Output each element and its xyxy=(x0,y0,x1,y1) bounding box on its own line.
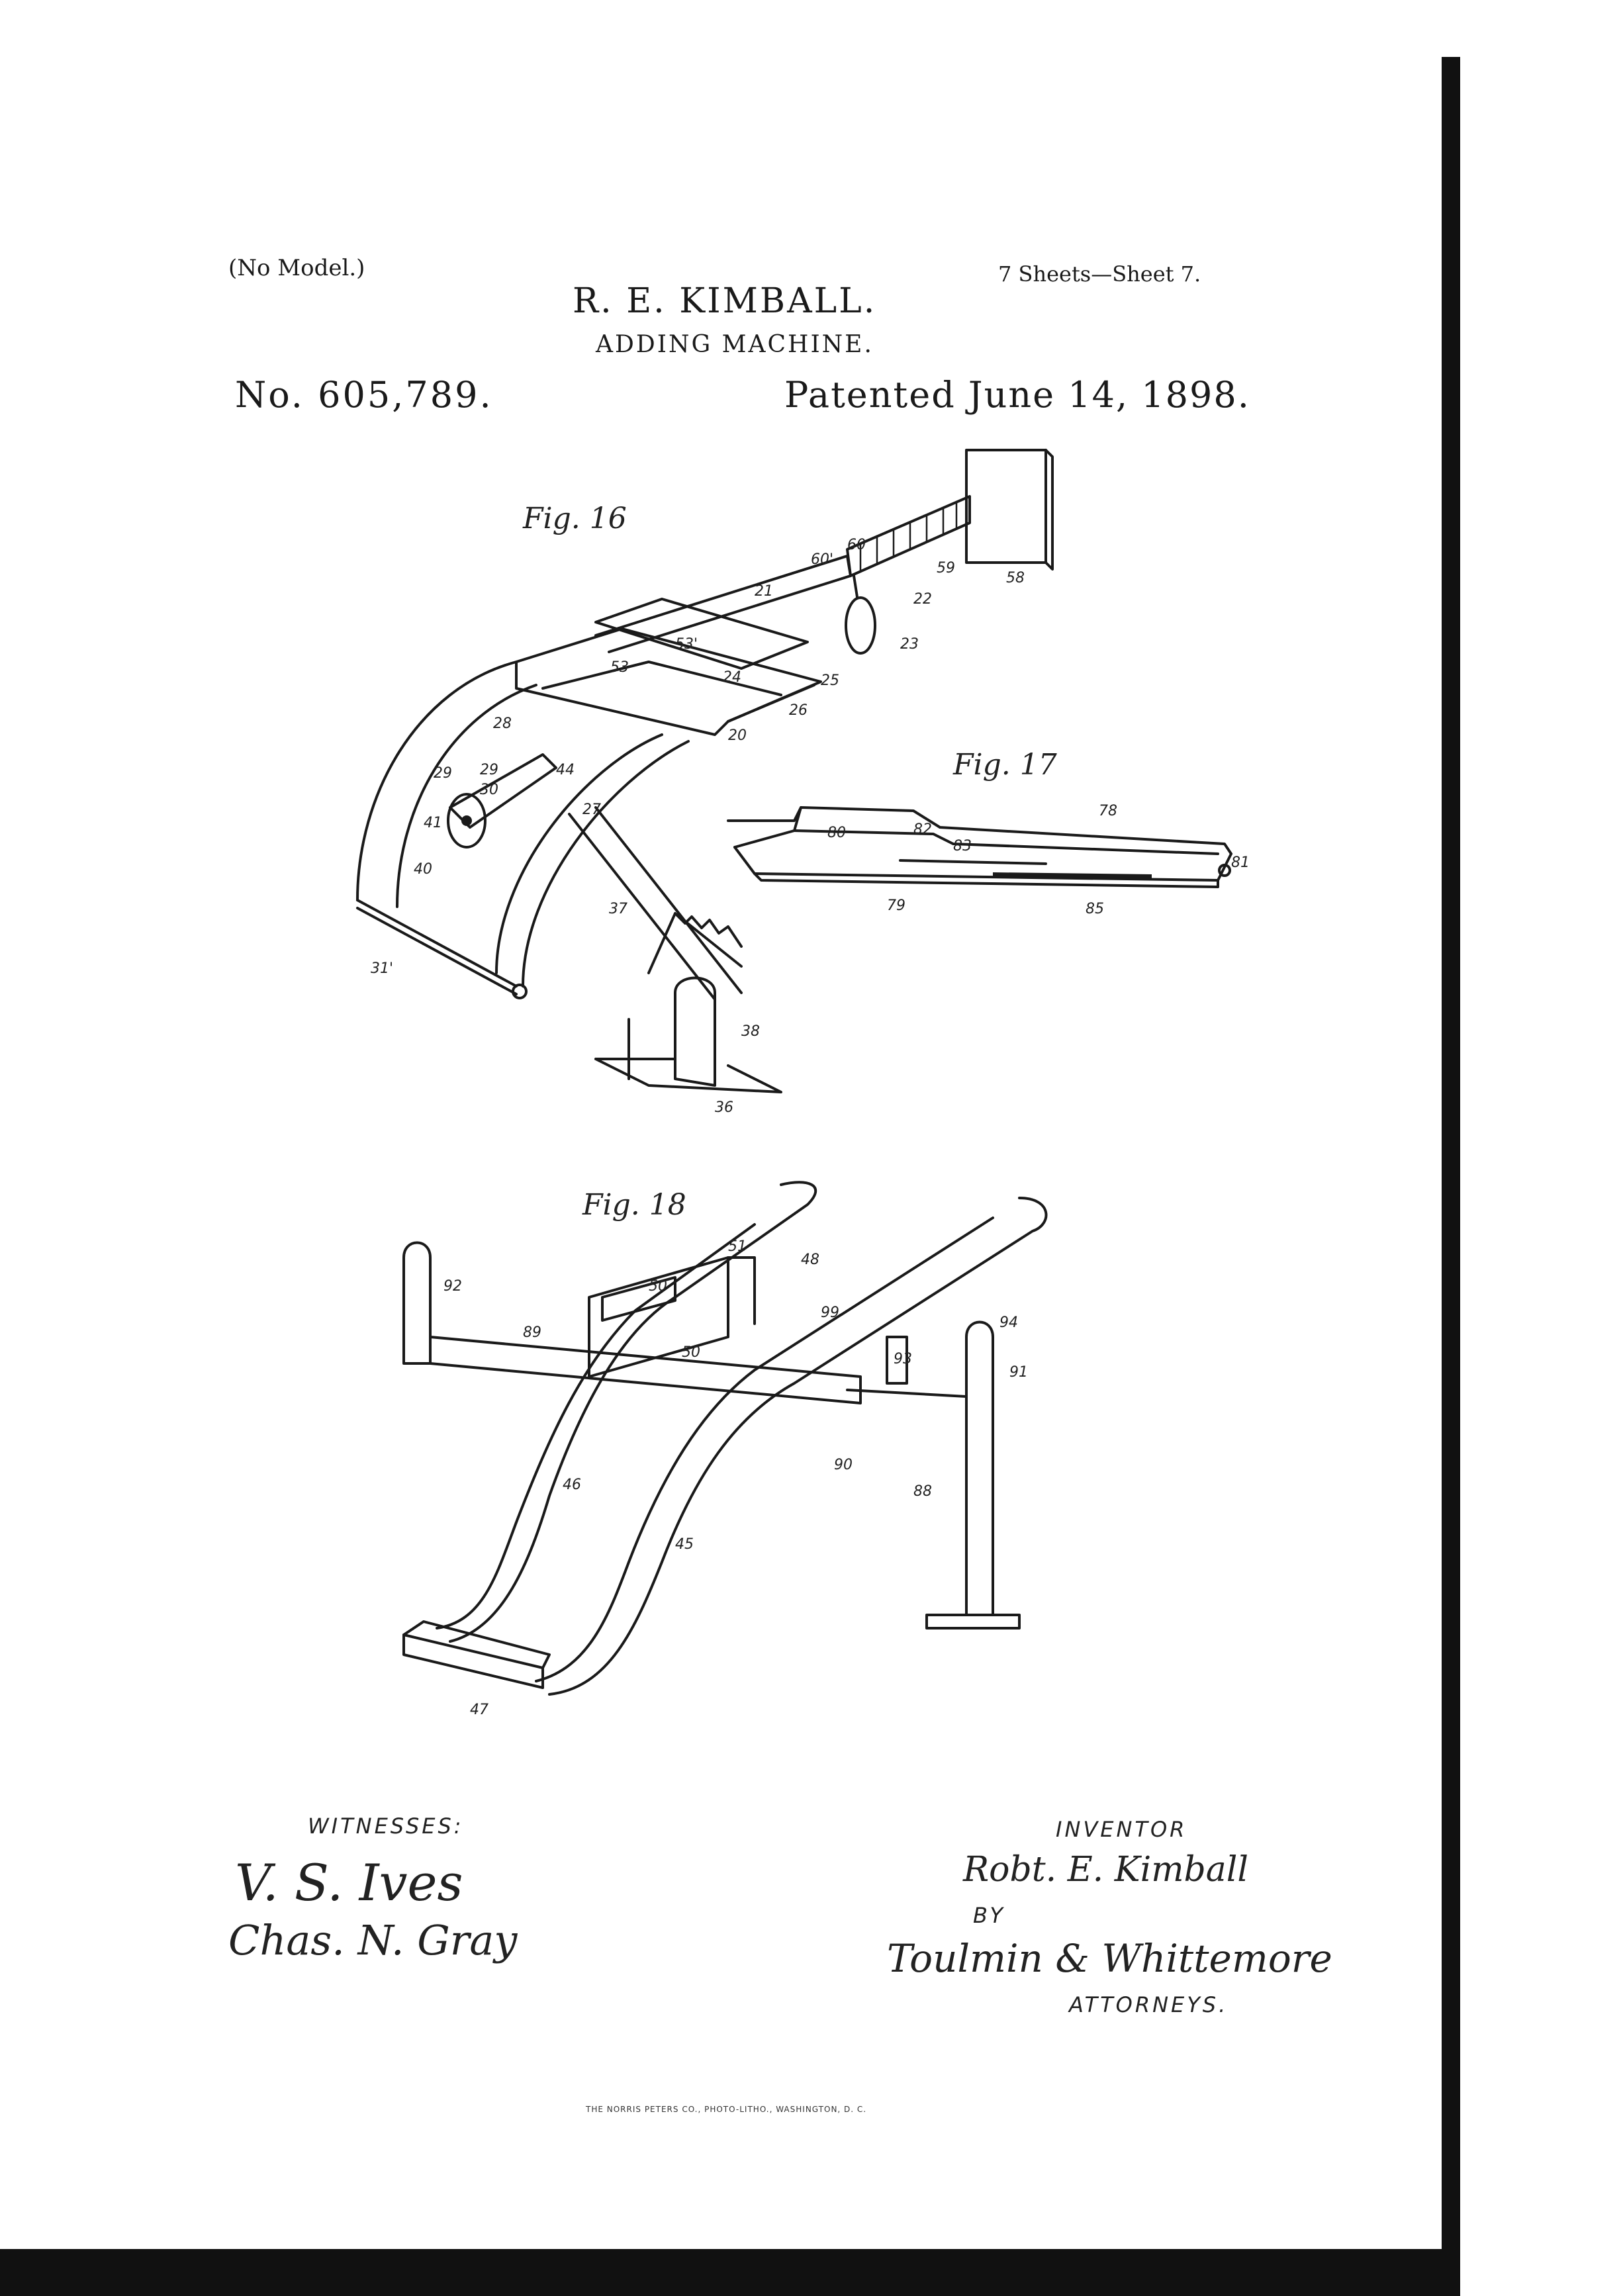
ref-25: 25 xyxy=(821,672,839,689)
ref-60: 60 xyxy=(847,537,866,553)
ref-46: 46 xyxy=(563,1477,581,1493)
ref-47: 47 xyxy=(470,1702,488,1718)
ref-85: 85 xyxy=(1086,901,1104,917)
ref-28: 28 xyxy=(493,715,512,732)
ref-27: 27 xyxy=(582,802,601,818)
ref-59: 59 xyxy=(937,560,955,576)
ref-29-b: 29 xyxy=(480,762,498,778)
fig-17-drawing: 78 80 82 83 81 79 85 xyxy=(727,803,1250,917)
ref-51: 51 xyxy=(728,1238,747,1255)
ref-58: 58 xyxy=(1006,570,1025,586)
ref-91: 91 xyxy=(1009,1364,1028,1381)
by-label: BY xyxy=(973,1903,1005,1928)
inventor-label: INVENTOR xyxy=(1056,1817,1187,1842)
ref-89: 89 xyxy=(523,1324,541,1341)
patent-date: Patented June 14, 1898. xyxy=(784,374,1250,416)
ref-26: 26 xyxy=(789,702,808,719)
patent-number: No. 605,789. xyxy=(235,374,493,416)
witness-1-signature: V. S. Ives xyxy=(235,1853,463,1912)
witness-2-signature: Chas. N. Gray xyxy=(228,1916,518,1964)
fig-18-label: Fig. 18 xyxy=(582,1188,686,1222)
ref-22: 22 xyxy=(913,591,932,608)
ref-44: 44 xyxy=(556,762,575,778)
ref-92: 92 xyxy=(443,1278,462,1295)
fig-16-label: Fig. 16 xyxy=(523,502,627,535)
ref-29-a: 29 xyxy=(434,765,452,782)
ref-53: 53 xyxy=(610,659,629,676)
ref-78: 78 xyxy=(1099,803,1117,819)
no-model-note: (No Model.) xyxy=(228,255,365,281)
ref-88: 88 xyxy=(913,1483,932,1500)
ref-21: 21 xyxy=(755,583,773,600)
ref-82: 82 xyxy=(913,821,932,838)
ref-41: 41 xyxy=(424,815,442,831)
ref-81: 81 xyxy=(1231,854,1250,871)
ref-79: 79 xyxy=(887,897,905,914)
ref-30: 30 xyxy=(480,782,498,798)
fig-17-label: Fig. 17 xyxy=(953,748,1057,782)
inventor-name-heading: R. E. KIMBALL. xyxy=(573,281,877,321)
attorneys-label: ATTORNEYS. xyxy=(1069,1992,1229,2017)
fig-18-drawing: 51 48 92 50 99 89 50 94 93 91 90 46 88 4… xyxy=(402,1181,1048,1718)
ref-20: 20 xyxy=(728,727,747,744)
ref-45: 45 xyxy=(675,1536,694,1553)
ref-60-prime: 60' xyxy=(811,551,833,568)
ref-31-prime: 31' xyxy=(371,960,393,977)
ref-99: 99 xyxy=(821,1305,839,1321)
invention-title: ADDING MACHINE. xyxy=(596,331,874,358)
ref-83: 83 xyxy=(953,838,972,854)
ref-90: 90 xyxy=(834,1457,853,1473)
ref-80: 80 xyxy=(827,825,846,841)
ref-48: 48 xyxy=(801,1252,819,1268)
ref-94: 94 xyxy=(999,1314,1018,1331)
ref-37: 37 xyxy=(609,901,627,917)
inventor-signature: Robt. E. Kimball xyxy=(963,1850,1249,1890)
scan-edge-right xyxy=(1442,57,1460,2296)
ref-93: 93 xyxy=(894,1351,912,1367)
ref-50-a: 50 xyxy=(649,1278,667,1295)
attorneys-signature: Toulmin & Whittemore xyxy=(887,1936,1332,1981)
ref-40: 40 xyxy=(414,861,432,878)
ref-24: 24 xyxy=(723,669,741,686)
scan-edge-bottom xyxy=(0,2249,1460,2296)
ref-23: 23 xyxy=(900,636,919,653)
fig-16-drawing: 60 60' 59 58 21 22 23 53' 53 24 25 26 28… xyxy=(356,449,1054,1116)
ref-38: 38 xyxy=(741,1023,760,1040)
witnesses-label: WITNESSES: xyxy=(308,1814,464,1839)
ref-36: 36 xyxy=(715,1099,733,1116)
printer-imprint: THE NORRIS PETERS CO., PHOTO-LITHO., WAS… xyxy=(586,2105,867,2114)
sheet-count: 7 Sheets—Sheet 7. xyxy=(998,261,1201,287)
ref-50-b: 50 xyxy=(682,1344,700,1361)
ref-53-prime: 53' xyxy=(675,636,698,653)
